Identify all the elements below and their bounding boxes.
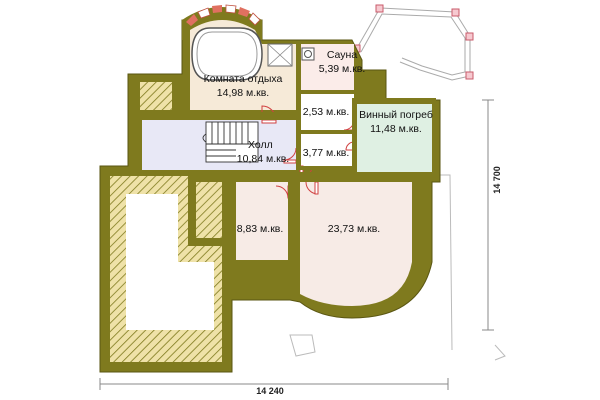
hall-name: Холл [248,139,273,151]
shower-floor [300,94,354,130]
storage-inner [126,194,178,330]
interior-partitions [140,44,436,294]
room-large-floor [300,182,412,306]
rotunda-windows [186,4,261,26]
room-labels: Комната отдыха 14,98 м.кв. Сауна 5,39 м.… [204,49,433,235]
niche-top-left [140,82,172,110]
wine-cellar-area: 11,48 м.кв. [370,123,422,135]
lounge-area: 14,98 м.кв. [217,87,269,99]
room-floors [110,20,432,362]
room-small-floor [236,182,288,260]
terrace-posts [352,4,474,80]
wine-cellar-floor [356,104,432,172]
storage-inner-2 [178,262,214,330]
dimension-lines [99,99,494,390]
wine-cellar-name: Винный погреб [359,109,433,121]
hall-area: 10,84 м.кв. [237,153,289,165]
staircase [202,121,259,163]
height-dimension: 14 700 [492,166,502,194]
room-small-area: 8,83 м.кв. [237,223,284,235]
exterior-outline [289,174,506,361]
width-dimension: 14 240 [256,386,284,396]
terrace-outline [356,7,471,81]
corridor-floor [300,134,354,166]
lounge-bath [191,27,263,81]
sauna-area: 5,39 м.кв. [319,63,366,75]
corridor-area: 3,77 м.кв. [303,147,350,159]
room-large-area: 23,73 м.кв. [328,223,380,235]
sauna-name: Сауна [327,49,357,61]
niche-middle [196,182,222,238]
sauna-fixture [267,43,315,67]
shower-area: 2,53 м.кв. [303,106,350,118]
lounge-name: Комната отдыха [204,73,283,85]
